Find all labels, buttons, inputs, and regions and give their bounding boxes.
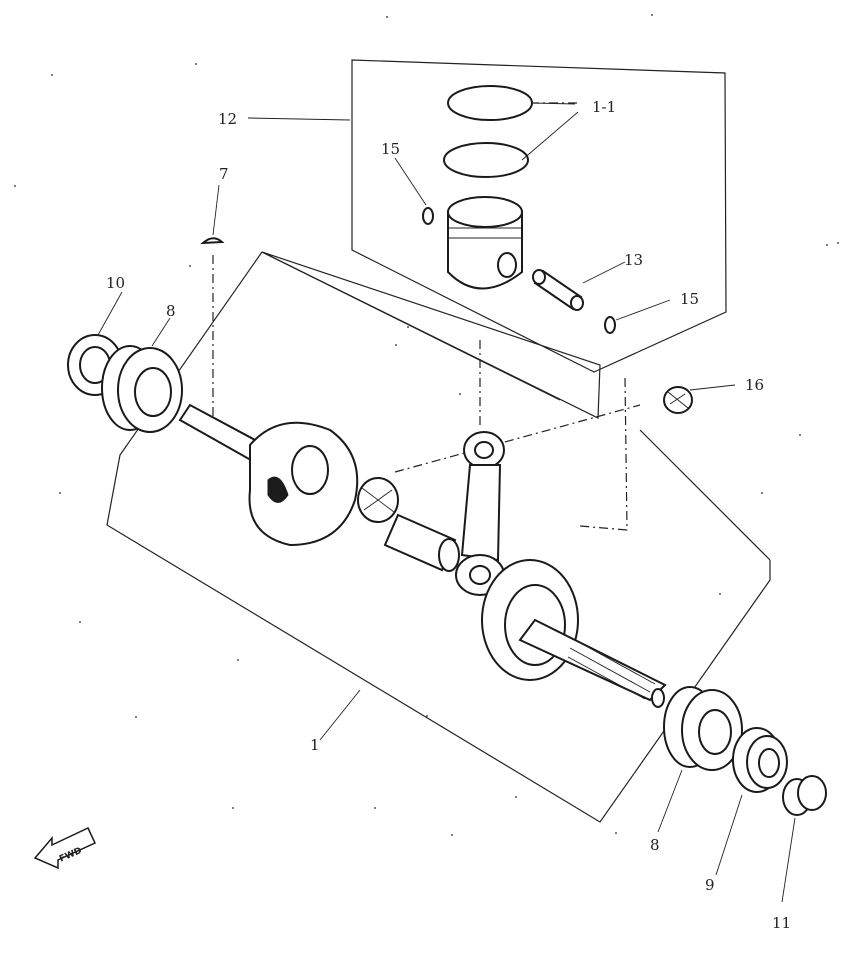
crank-web-right — [481, 559, 667, 708]
callout-1-1: 1-1 — [592, 98, 616, 116]
guide-pin-horizontal — [394, 404, 641, 473]
needle-bearing-small-end — [663, 386, 693, 414]
crank-bearing-right — [663, 686, 743, 771]
piston-ring-top — [447, 85, 533, 121]
crank-bearing-left — [101, 345, 183, 433]
callout-9: 9 — [705, 876, 715, 894]
piston-pin — [532, 269, 584, 311]
guide-bearing16 — [579, 377, 628, 531]
scan-speckles — [14, 14, 839, 836]
woodruff-key — [200, 237, 225, 245]
piston-pin-clip-right — [604, 316, 616, 334]
callout-16: 16 — [745, 376, 764, 394]
callout-13: 13 — [624, 251, 643, 269]
callout-11: 11 — [772, 914, 791, 932]
crank-pin — [383, 513, 460, 572]
piston-group-frame — [351, 59, 727, 373]
crankshaft-frame-right — [639, 429, 771, 561]
oil-seal-right — [732, 727, 788, 793]
leader-lines — [97, 102, 796, 903]
crank-web-left — [178, 403, 359, 547]
collar — [782, 775, 827, 816]
callout-12: 12 — [218, 110, 237, 128]
callout-7: 7 — [219, 165, 229, 183]
crank-pin-needle-bearing — [357, 477, 399, 523]
fwd-arrow-icon: FWD — [33, 827, 96, 870]
callout-15-lower: 15 — [680, 290, 699, 308]
piston-ring-bottom — [443, 142, 529, 178]
crankshaft-frame-top — [261, 251, 561, 401]
callout-15-upper: 15 — [381, 140, 400, 158]
callout-1: 1 — [310, 736, 320, 754]
piston — [447, 196, 523, 290]
callout-8-right: 8 — [650, 836, 660, 854]
connecting-rod — [455, 431, 505, 596]
piston-rings — [443, 85, 533, 178]
callout-8-left: 8 — [166, 302, 176, 320]
piston-pin-clip-left — [422, 207, 434, 225]
callout-10: 10 — [106, 274, 125, 292]
